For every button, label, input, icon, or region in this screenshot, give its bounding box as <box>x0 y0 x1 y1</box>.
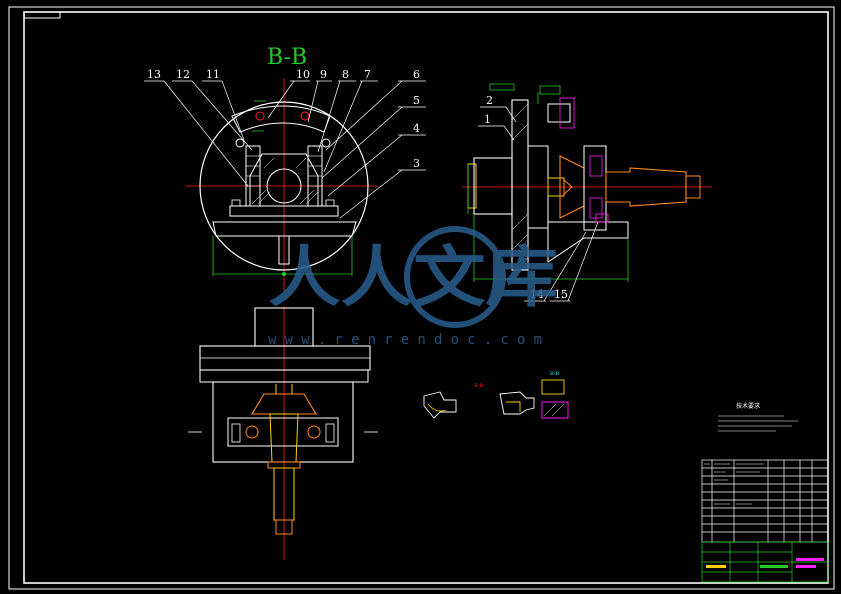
title-block-text-marks <box>704 463 764 505</box>
detail-views: B-B B-B <box>423 371 569 419</box>
title-block-bottom <box>701 541 829 583</box>
drawing-frame <box>8 6 835 590</box>
plan-view <box>188 306 378 560</box>
callout-15: 15 <box>554 288 568 301</box>
technical-requirements: 技术要求 <box>718 402 798 432</box>
title-block-highlights <box>706 558 824 568</box>
callout-3: 3 <box>413 157 420 170</box>
callout-4: 4 <box>413 122 420 135</box>
callout-2: 2 <box>486 94 493 107</box>
callouts-left: 13 12 11 10 9 8 7 6 5 4 3 <box>147 68 420 170</box>
tech-req-title: 技术要求 <box>736 402 760 410</box>
leader-lines-left <box>144 80 426 219</box>
callout-14: 14 <box>530 288 544 301</box>
callouts-right: 2 1 14 15 <box>484 94 568 301</box>
watermark: 人人文库 www.renrendoc.com <box>268 226 558 348</box>
detail-section-label: B-B <box>550 371 559 377</box>
callout-6: 6 <box>413 68 420 81</box>
watermark-text: 人人文库 <box>268 238 558 316</box>
watermark-url: www.renrendoc.com <box>268 332 546 348</box>
callout-9: 9 <box>320 68 327 81</box>
callout-5: 5 <box>413 94 420 107</box>
title-block <box>701 459 829 543</box>
callout-7: 7 <box>364 68 371 81</box>
callout-1: 1 <box>484 113 491 126</box>
detail-label-left: B-B <box>474 383 483 389</box>
callout-12: 12 <box>176 68 190 81</box>
section-title: B-B <box>267 45 307 70</box>
front-view-assembly <box>462 83 712 282</box>
callout-8: 8 <box>342 68 349 81</box>
callout-13: 13 <box>147 68 161 81</box>
callout-11: 11 <box>206 68 220 81</box>
section-view-bb <box>185 78 378 292</box>
leader-lines-right <box>478 106 599 302</box>
callout-10: 10 <box>296 68 310 81</box>
